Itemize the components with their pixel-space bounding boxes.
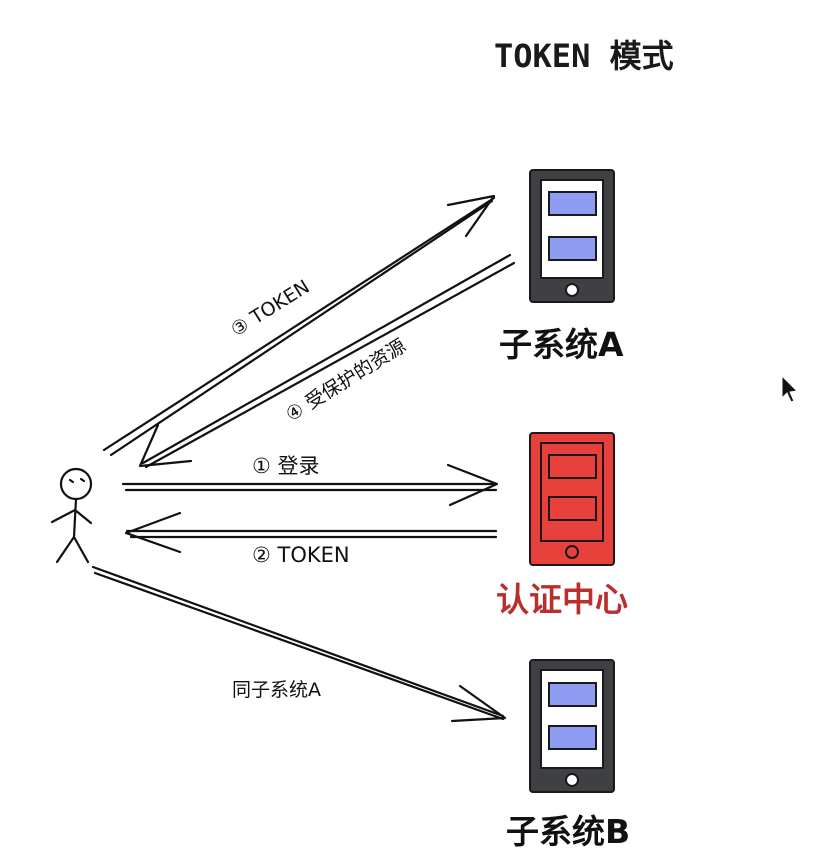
arrow-token-from-auth-center — [124, 511, 498, 554]
subsystem-b-device-icon — [529, 659, 615, 793]
edge-label-token-from-auth: ② TOKEN — [252, 543, 350, 567]
auth-center-device-icon — [529, 432, 615, 566]
arrow-token-to-subsystem-a — [102, 194, 496, 457]
edge-label-same-as-a: 同子系统A — [232, 679, 321, 701]
auth-center-label: 认证中心 — [496, 580, 628, 619]
diagram-title: TOKEN 模式 — [494, 37, 674, 75]
edge-label-login: ① 登录 — [252, 454, 320, 478]
mouse-pointer-icon — [781, 374, 799, 403]
arrow-login-to-auth-center — [121, 463, 499, 507]
arrow-user-to-subsystem-b — [91, 565, 507, 723]
subsystem-a-device-icon — [529, 169, 615, 303]
stick-figure-user-icon — [50, 467, 93, 564]
edge-label-token-to-a: ③ TOKEN — [227, 276, 314, 341]
arrow-protected-resource-to-user — [138, 253, 516, 469]
subsystem-a-label: 子系统A — [499, 325, 624, 364]
subsystem-b-label: 子系统B — [506, 812, 630, 851]
